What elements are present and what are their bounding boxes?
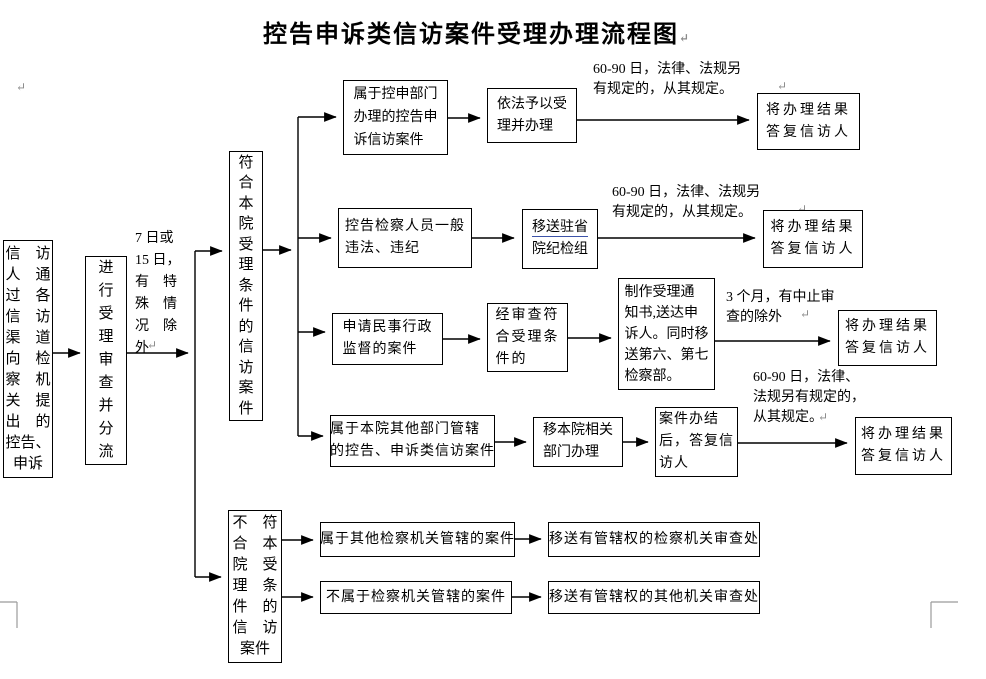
return-mark: ↵ [16,80,27,94]
node-r2-case: 控告检察人员一般 违法、违纪 [338,208,472,268]
node-r2-result: 将办理结果 答复信访人 [763,210,863,268]
node-r2-transfer: 移送驻省院纪检组 [522,209,598,269]
label-triage-deadline: 7 日或 15 日， 有 特 殊 情 况 除 外 [135,231,181,356]
return-mark: ↵ [678,31,692,45]
page-corner-marks [0,601,958,628]
node-r4-close: 案件办结 后，答复信 访人 [655,407,738,477]
node-r5-transfer: 移送有管辖权的检察机关审查处 [548,522,760,557]
flow-arrow-lines [53,112,848,602]
label-r2-deadline: 60-90 日，法律、法规另 有规定的，从其规定。 [612,185,761,220]
return-mark: ↵ [797,202,808,216]
node-not-meets-criteria: 不 符 合 本 院 受 理 条 件 的 信 访 案件 [228,510,282,663]
node-r4-transfer: 移本院相关 部门办理 [533,417,623,467]
node-r3-review: 经审查符 合受理条 件的 [487,303,568,372]
return-mark: ↵ [777,79,788,93]
node-r3-case: 申请民事行政 监督的案件 [332,313,443,365]
node-triage: 进 行 受 理 审 查 并 分 流 [85,256,127,465]
label-r4-deadline: 60-90 日，法律、 法规另有规定的， 从其规定。 [753,370,865,425]
node-r6-transfer: 移送有管辖权的其他机关审查处 [548,581,760,614]
node-r3-notice: 制作受理通 知书,送达申 诉人。同时移 送第六、第七 检察部。 [618,278,715,390]
label-r1-deadline: 60-90 日，法律、法规另 有规定的，从其规定。 [593,62,742,97]
underlined-text: 移送驻省 [532,220,588,237]
return-mark: ↵ [147,338,158,352]
return-mark: ↵ [818,410,829,424]
return-mark: ↵ [800,307,811,321]
node-r1-case: 属于控申部门 办理的控告申 诉信访案件 [343,80,448,155]
node-r1-result: 将办理结果 答复信访人 [757,93,860,150]
node-meets-criteria: 符 合 本 院 受 理 条 件 的 信 访 案 件 [229,151,263,421]
node-r4-case: 属于本院其他部门管辖 的控告、申诉类信访案件 [330,415,495,467]
label-r3-deadline: 3 个月，有中止审 查的除外 [726,290,835,325]
node-petition-source: 信 访 人 通 过 各 信 访 渠 道 向 检 察 机 关 提 出 的 控告、 … [3,240,53,478]
node-r5-case: 属于其他检察机关管辖的案件 [320,522,515,557]
node-r6-case: 不属于检察机关管辖的案件 [320,581,512,614]
node-r1-accept: 依法予以受 理并办理 [487,88,577,143]
page-title: 控告申诉类信访案件受理办理流程图↵ [262,22,692,48]
node-r4-result: 将办理结果 答复信访人 [855,417,952,475]
node-r3-result: 将办理结果 答复信访人 [838,310,937,366]
